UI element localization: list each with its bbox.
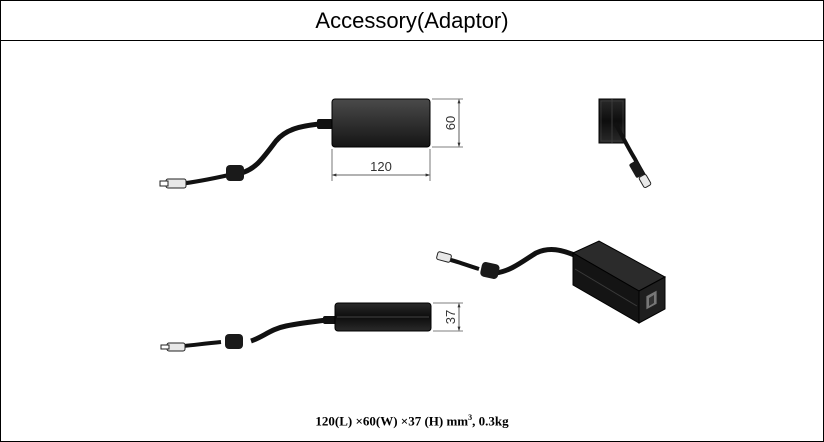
end-view: [598, 98, 652, 188]
spec-weight: , 0.3kg: [472, 413, 509, 429]
isometric-view: [436, 240, 667, 324]
height-dimension-label: 60: [443, 116, 458, 130]
adaptor-drawing: 120 60: [159, 98, 667, 352]
width-dimension-label: 120: [370, 159, 392, 174]
spec-dimensions: 120(L) ×60(W) ×37 (H) mm: [315, 413, 469, 429]
spec-unit-exponent: 3: [468, 413, 473, 422]
depth-dimension-label: 37: [443, 310, 458, 324]
top-view: 120 60: [159, 98, 463, 189]
side-view: 37: [160, 302, 463, 352]
page-title: Accessory(Adaptor): [1, 1, 823, 41]
spec-caption: 120(L) ×60(W) ×37 (H) mm3, 0.3kg: [1, 413, 823, 429]
